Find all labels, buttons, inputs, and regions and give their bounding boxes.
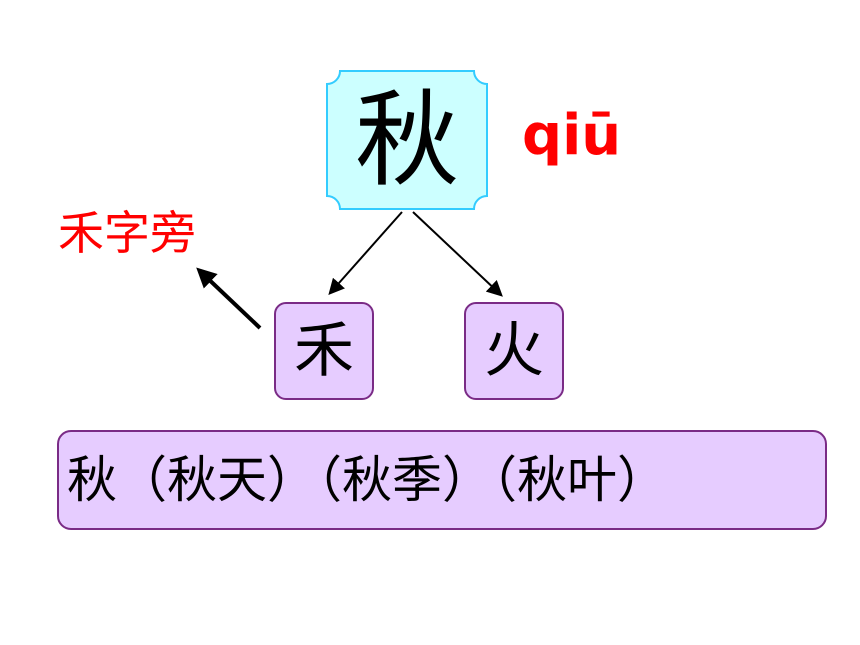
- radical-name-label: 禾字旁: [58, 206, 196, 260]
- example-words: 秋（秋天）（秋季）（秋叶）: [57, 430, 827, 530]
- main-character-box: 秋: [326, 70, 488, 210]
- arrow-to-right-component: [412, 211, 503, 297]
- main-character: 秋: [354, 79, 459, 201]
- pinyin-label: qiū: [522, 103, 622, 168]
- main-character-frame: [326, 70, 488, 210]
- component-left: 禾: [274, 302, 374, 400]
- arrow-to-left-component: [328, 211, 403, 295]
- component-right: 火: [464, 302, 564, 400]
- arrow-to-radical-label: [196, 267, 262, 330]
